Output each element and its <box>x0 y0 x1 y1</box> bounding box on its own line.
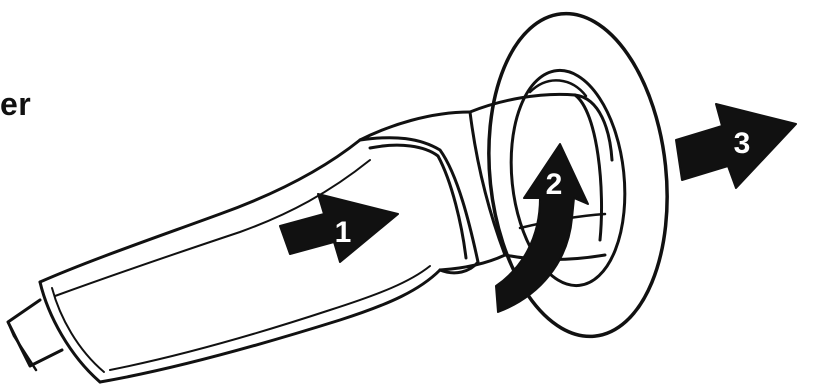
tip-nozzle <box>6 298 64 372</box>
handle-wedge <box>358 110 507 275</box>
step-3-number: 3 <box>734 127 751 160</box>
flange-ring <box>487 11 669 339</box>
step-2-number: 2 <box>546 168 563 201</box>
cropped-text-fragment: er <box>0 86 32 122</box>
grip-shaft <box>38 138 442 384</box>
step-2-arrow: 2 <box>495 143 589 313</box>
step-1-arrow: 1 <box>279 193 399 263</box>
step-1-number: 1 <box>335 216 352 249</box>
step-3-arrow: 3 <box>675 103 797 189</box>
